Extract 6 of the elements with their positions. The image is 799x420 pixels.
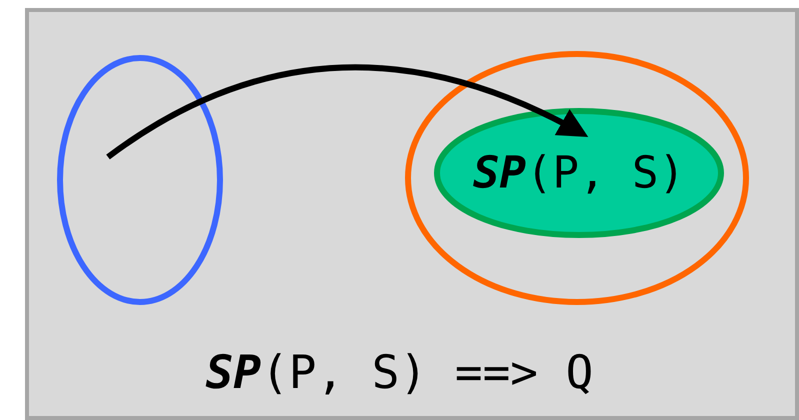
arrow <box>106 64 588 160</box>
ellipse <box>434 108 724 238</box>
formula-text: SP(P, S) <box>473 148 685 198</box>
formula-text: SP(P, S) ==> Q <box>206 345 594 399</box>
ellipse <box>405 51 749 305</box>
ellipse <box>57 55 223 305</box>
